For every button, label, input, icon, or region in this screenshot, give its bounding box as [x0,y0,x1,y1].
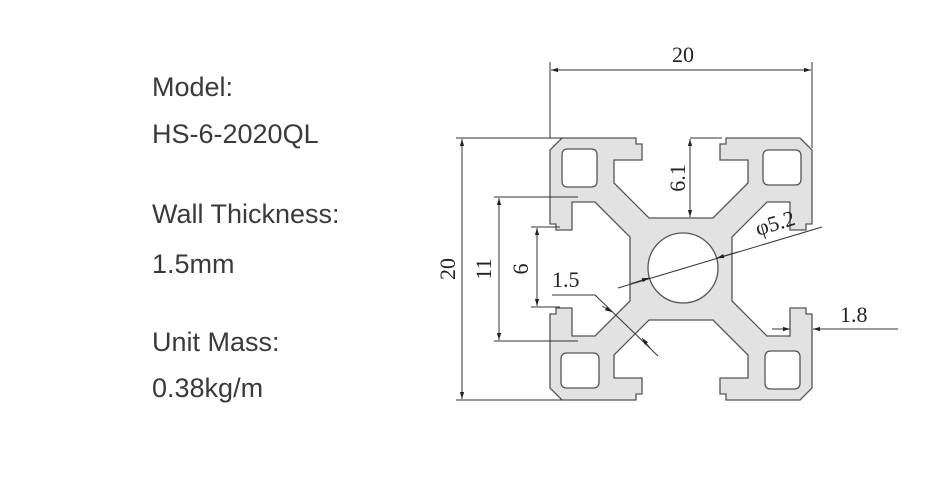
dim-lip: 1.8 [772,302,898,332]
dim-height-label: 20 [435,258,460,280]
unit-mass-value: 0.38kg/m [152,373,264,403]
dim-lip-label: 1.8 [840,302,868,327]
dim-height: 20 [435,137,562,401]
dim-wall: 1.5 [552,267,659,357]
dim-slot-outer: 11 [471,196,578,342]
model-value: HS-6-2020QL [152,119,319,149]
unit-mass-label: Unit Mass: [152,327,280,357]
dim-slot-inner-label: 6 [508,264,533,275]
wall-thickness-value: 1.5mm [152,249,235,279]
model-label: Model: [152,72,234,102]
dim-wall-label: 1.5 [552,267,580,292]
dim-slot-depth-label: 6.1 [665,164,690,192]
dim-slot-inner: 6 [508,226,560,308]
dim-width-label: 20 [672,42,694,67]
dim-width: 20 [549,42,813,148]
aluminum-profile-section [549,137,813,401]
dim-slot-outer-label: 11 [471,258,496,279]
wall-thickness-label: Wall Thickness: [152,199,340,229]
dim-slot-depth: 6.1 [665,137,722,217]
